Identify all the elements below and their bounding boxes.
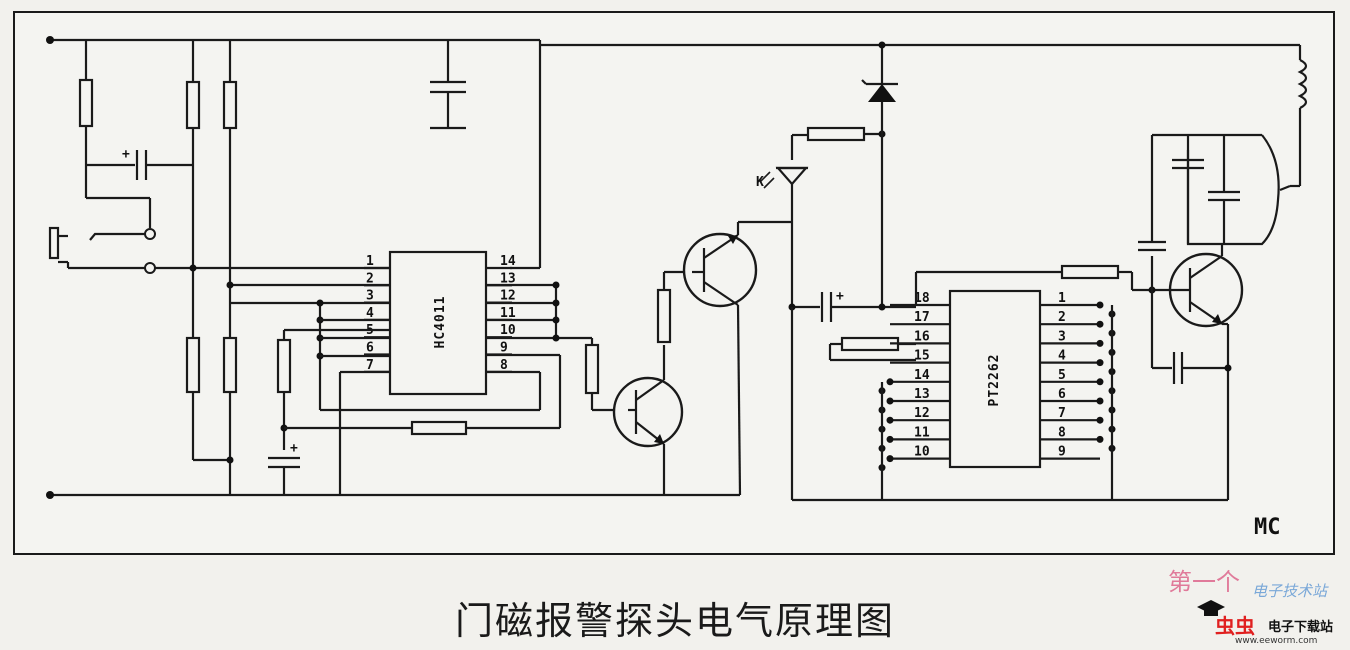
ic2-right-pin-number: 5: [1058, 368, 1066, 383]
ic1-right-pin-number: 10: [500, 323, 516, 338]
ic1-right-pin-number: 9: [500, 341, 508, 356]
ic2-left-pin-number: 11: [914, 425, 930, 440]
ic1-label: HC4011: [433, 296, 448, 349]
resistor-r2: [185, 40, 230, 462]
watermark-site-tagline: 电子技术站: [1252, 582, 1328, 600]
ic2-left-pin-number: 15: [914, 349, 930, 364]
watermark-url: www.eeworm.com: [1235, 636, 1318, 646]
ic1-left-pin-number: 3: [366, 289, 374, 304]
graduation-cap-icon: [1197, 600, 1225, 616]
ic2-right-pin-number: 1: [1058, 291, 1066, 306]
svg-text:+: +: [290, 441, 298, 456]
capacitor-c2: [430, 40, 466, 130]
transistor-q1: [612, 345, 684, 495]
ic2-right-pin-dot: [1096, 435, 1104, 443]
watermark-brand: 虫虫: [1215, 614, 1255, 638]
ic2-right-pin-number: 3: [1058, 329, 1066, 344]
watermark-brand-suffix: 电子下载站: [1268, 620, 1334, 635]
ic2-left-pin-dot: [886, 455, 894, 463]
ic2-right-pin-number: 4: [1058, 349, 1066, 364]
svg-text:+: +: [836, 289, 844, 304]
resistor-led: [792, 126, 886, 142]
ic1-right-pin-number: 13: [500, 271, 516, 286]
ic2-left-pin-number: 13: [914, 387, 930, 402]
positive-rail: [46, 36, 1300, 270]
capacitor-c4: +: [788, 289, 1228, 502]
ic1-left-pin-number: 6: [366, 341, 374, 356]
ic2-left-pin-number: 10: [914, 445, 930, 460]
reed-switch: [48, 196, 390, 274]
ic2-right-pin-number: 7: [1058, 406, 1066, 421]
capacitor-c1: +: [86, 147, 193, 180]
ic2-right-pin-dot: [1096, 320, 1104, 328]
ic1-left-pin-number: 4: [366, 306, 374, 321]
ic2-right-pin-number: 2: [1058, 310, 1066, 325]
ic2-right-pin-dot: [1096, 339, 1104, 347]
ic2-right-pin-dot: [1096, 378, 1104, 386]
antenna-coil: [1279, 45, 1308, 192]
svg-text:+: +: [122, 147, 130, 162]
ic2-left-pin-number: 18: [914, 291, 930, 306]
corner-label: MC: [1254, 515, 1281, 540]
diagram-caption: 门磁报警探头电气原理图: [454, 599, 895, 643]
ic1-left-pin-number: 2: [366, 271, 374, 286]
ground-rail: [46, 491, 740, 499]
ic1-left-pin-number: 1: [366, 254, 374, 269]
ic1-right-pin-number: 12: [500, 289, 516, 304]
ic2-left-pin-dot: [886, 435, 894, 443]
ic2-right-pin-dot: [1096, 416, 1104, 424]
ic2-right-pin-number: 6: [1058, 387, 1066, 402]
watermark-site-name: 第一个: [1168, 568, 1240, 596]
resistor-osc: [828, 336, 916, 362]
capacitor-c3: +: [268, 441, 300, 495]
ic2-right-pin-dot: [1096, 301, 1104, 309]
schematic-frame: [13, 11, 1335, 555]
circuit-schematic: + HC: [13, 11, 1335, 555]
transistor-q2: [682, 220, 792, 496]
ic2-left-pin-number: 12: [914, 406, 930, 421]
ic2-right-pin-dot: [1096, 397, 1104, 405]
ic2-right-pin-number: 9: [1058, 445, 1066, 460]
resistor-r1: [78, 40, 94, 198]
ic2-left-pin-dot: [886, 416, 894, 424]
ic2-left-pin-number: 17: [914, 310, 930, 325]
zener-diode: [861, 41, 898, 307]
led-indicator: K: [756, 135, 809, 307]
rf-transmitter: [914, 133, 1280, 500]
ic2-left-pin-dot: [886, 378, 894, 386]
svg-text:K: K: [756, 175, 764, 190]
ic1-right-pin-number: 14: [500, 254, 516, 269]
ic2-left-pin-number: 14: [914, 368, 930, 383]
ic1-left-pin-number: 7: [366, 358, 374, 373]
ic2-label: PT2262: [987, 354, 1002, 407]
ic1-right-pin-number: 8: [500, 358, 508, 373]
ic2-left-pin-dot: [886, 397, 894, 405]
ic2-left-pin-number: 16: [914, 329, 930, 344]
ic2-right-pin-number: 8: [1058, 425, 1066, 440]
ic1-right-pin-number: 11: [500, 306, 516, 321]
ic2-right-pin-dot: [1096, 359, 1104, 367]
